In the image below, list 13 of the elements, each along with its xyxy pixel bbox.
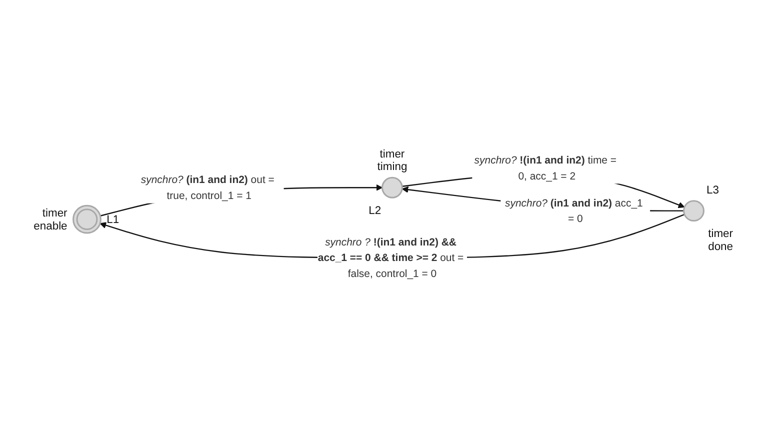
node-circle [382,177,403,198]
state-label: timer done [708,228,734,254]
edge-label: synchro? !(in1 and in2) time = 0, acc_1 = 2 [474,154,617,182]
edge-label: synchro? (in1 and in2) out = true, control_1 = 1 [140,174,274,202]
state-label: L3 [706,184,719,196]
node-circle [683,200,704,222]
state-label: L2 [368,205,382,218]
state-label: timer enable [34,208,68,233]
state-label: timer timing [377,148,408,174]
edge-label: synchro ? !(in1 and in2) && acc_1 == 0 && time >= 2 out = false, control_1 = 0 [318,236,464,280]
node-circle [72,205,102,234]
edge-label: synchro? (in1 and in2) acc_1 = 0 [505,196,643,224]
state-label: L1 [106,214,120,226]
